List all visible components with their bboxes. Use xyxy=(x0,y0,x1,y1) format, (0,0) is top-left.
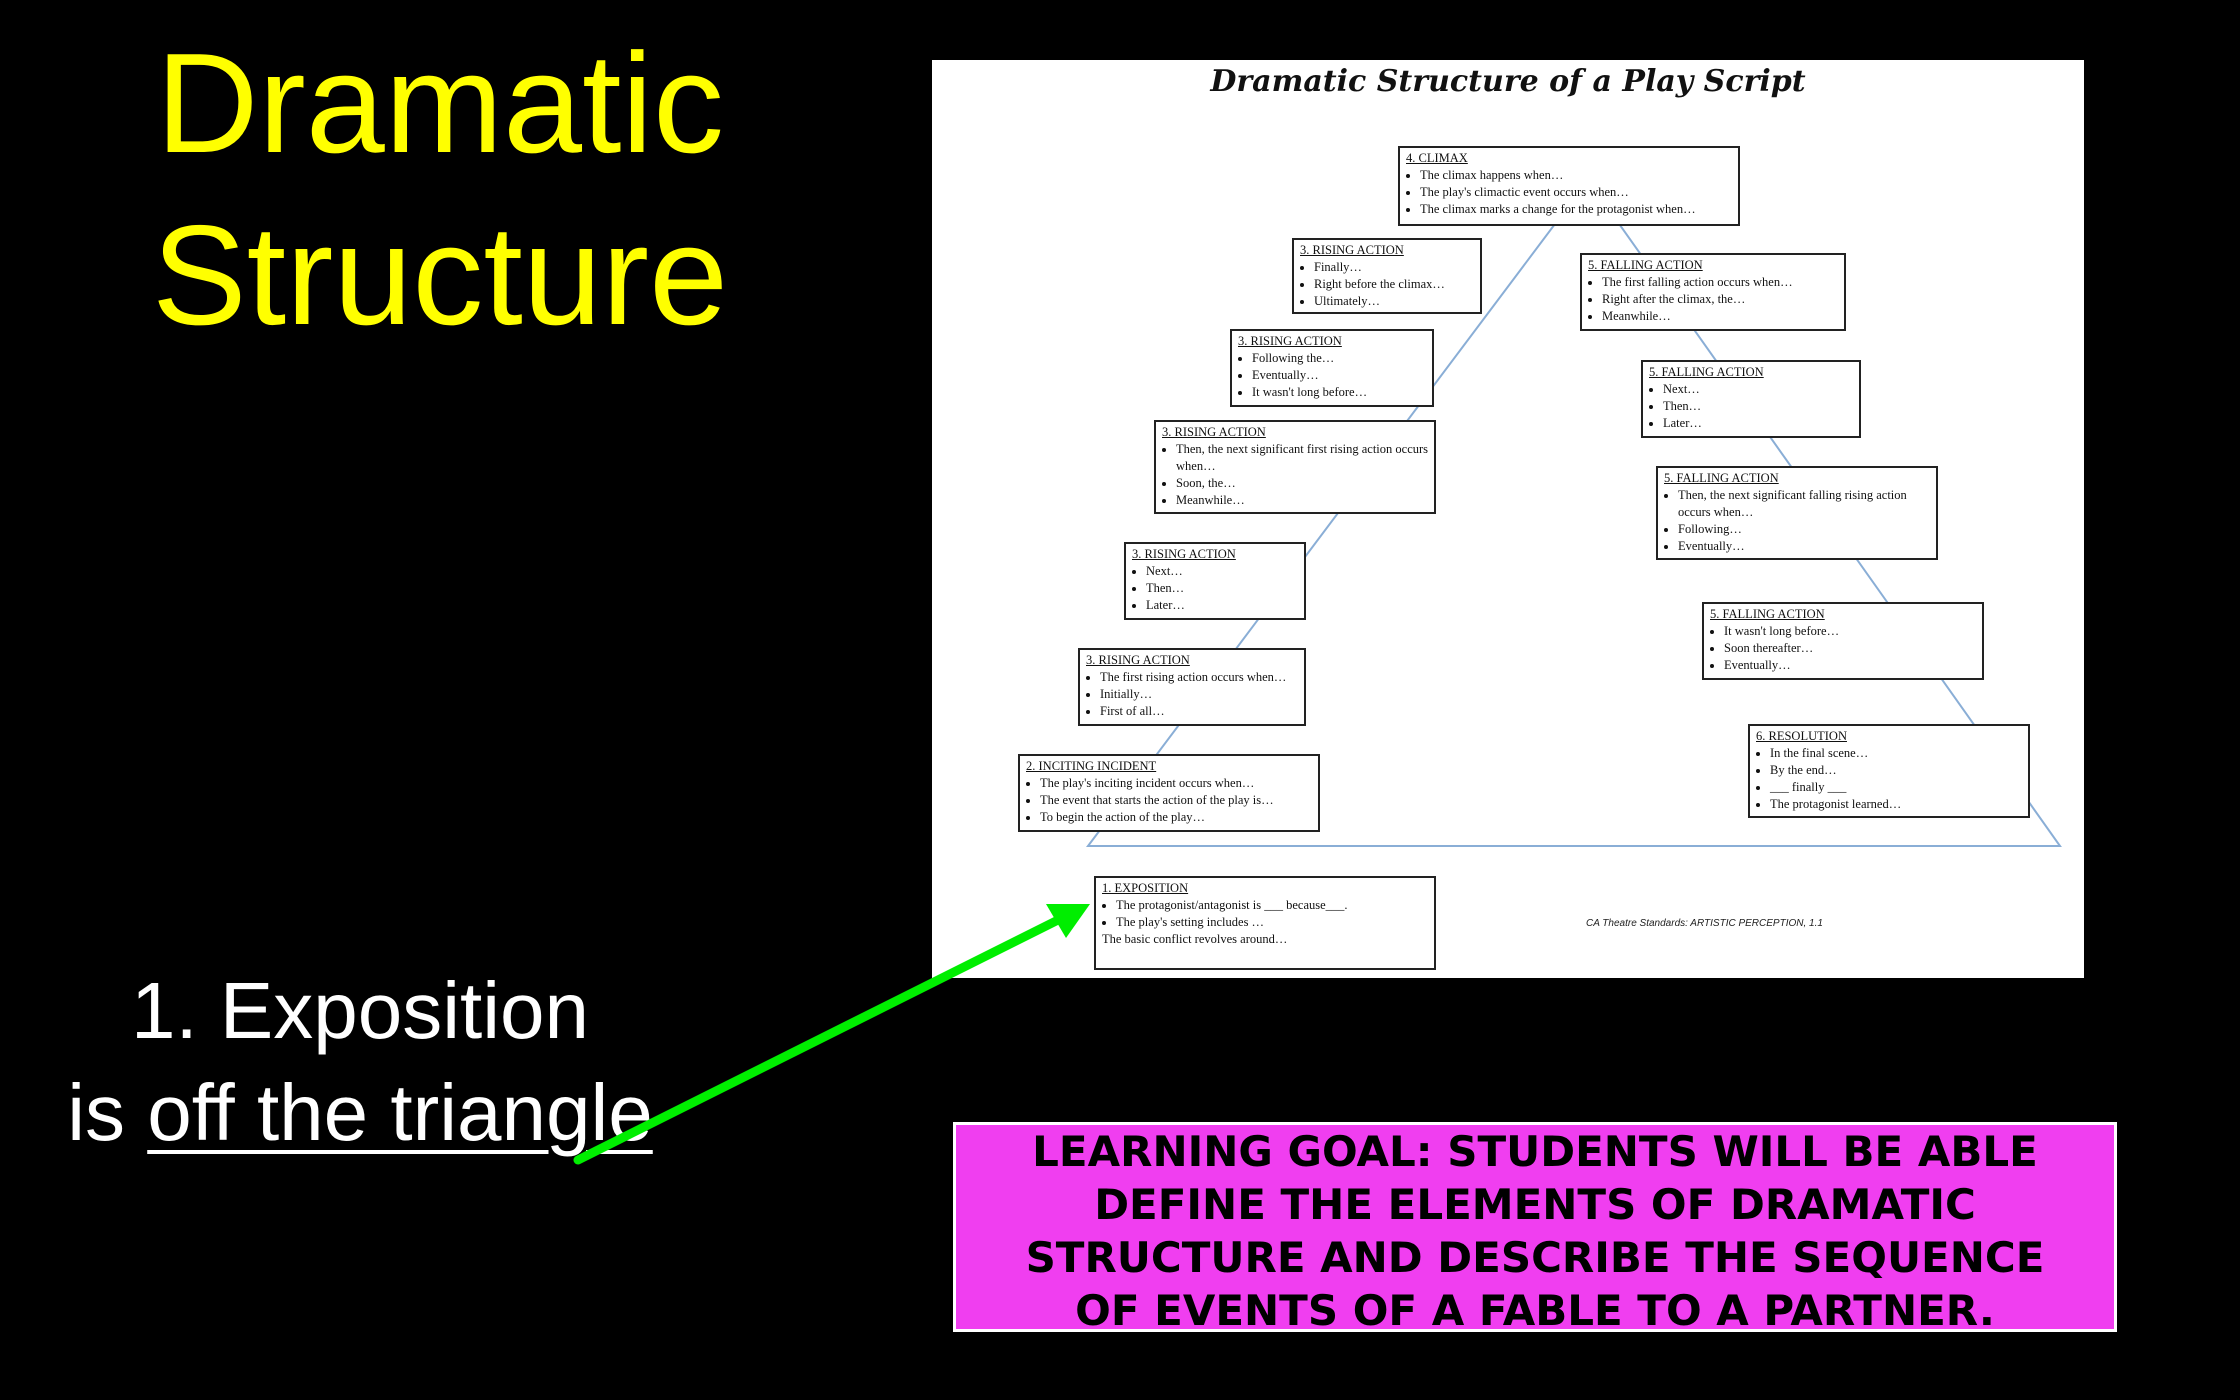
exposition-caption: 1. Exposition is off the triangle xyxy=(0,960,720,1164)
box-climax: 4. CLIMAX The climax happens when…The pl… xyxy=(1398,146,1740,226)
slide-title: Dramatic Structure xyxy=(140,18,740,362)
worksheet-title: Dramatic Structure of a Play Script xyxy=(1210,64,1806,99)
box-falling-action-1: 5. FALLING ACTION The first falling acti… xyxy=(1580,253,1846,331)
caption-underlined: off the triangle xyxy=(147,1068,653,1157)
caption-line-1: 1. Exposition xyxy=(130,966,590,1055)
worksheet-footer: CA Theatre Standards: ARTISTIC PERCEPTIO… xyxy=(1586,918,1823,929)
goal-line-1: LEARNING GOAL: STUDENTS WILL BE ABLE xyxy=(1032,1127,2038,1176)
box-rising-action-1: 3. RISING ACTION The first rising action… xyxy=(1078,648,1306,726)
goal-line-2: DEFINE THE ELEMENTS OF DRAMATIC xyxy=(1094,1180,1976,1229)
title-line-1: Dramatic xyxy=(155,24,725,183)
title-line-2: Structure xyxy=(151,196,729,355)
dramatic-structure-worksheet: Dramatic Structure of a Play Script 4. C… xyxy=(932,60,2084,978)
box-resolution: 6. RESOLUTION In the final scene…By the … xyxy=(1748,724,2030,818)
box-falling-action-3: 5. FALLING ACTION Then, the next signifi… xyxy=(1656,466,1938,560)
box-falling-action-2: 5. FALLING ACTION Next…Then…Later… xyxy=(1641,360,1861,438)
goal-line-3: STRUCTURE AND DESCRIBE THE SEQUENCE xyxy=(1025,1233,2045,1282)
box-inciting-incident: 2. INCITING INCIDENT The play's inciting… xyxy=(1018,754,1320,832)
learning-goal-banner: LEARNING GOAL: STUDENTS WILL BE ABLE DEF… xyxy=(953,1122,2117,1335)
box-falling-action-4: 5. FALLING ACTION It wasn't long before…… xyxy=(1702,602,1984,680)
caption-line-2: is off the triangle xyxy=(67,1068,653,1157)
box-exposition: 1. EXPOSITION The protagonist/antagonist… xyxy=(1094,876,1436,970)
box-rising-action-2: 3. RISING ACTION Next…Then…Later… xyxy=(1124,542,1306,620)
box-rising-action-4: 3. RISING ACTION Following the…Eventuall… xyxy=(1230,329,1434,407)
box-rising-action-5: 3. RISING ACTION Finally…Right before th… xyxy=(1292,238,1482,314)
goal-line-4: OF EVENTS OF A FABLE TO A PARTNER. xyxy=(1075,1286,1995,1335)
box-rising-action-3: 3. RISING ACTION Then, the next signific… xyxy=(1154,420,1436,514)
